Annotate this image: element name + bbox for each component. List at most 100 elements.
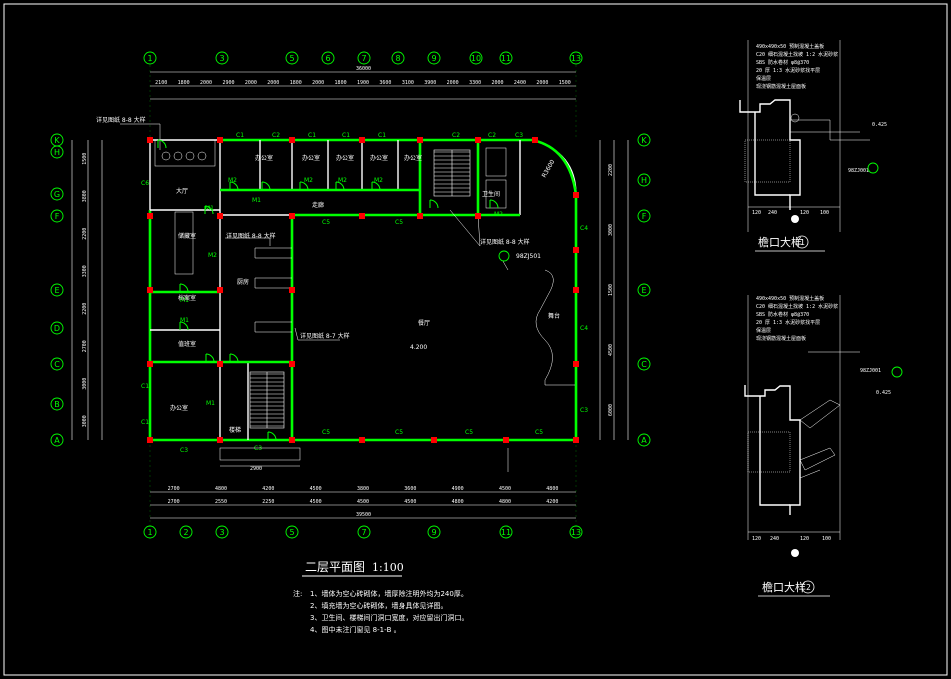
bottom-dim-4: 4500 [357,499,369,505]
room-lobby: 大厅 [176,187,188,195]
d1-spec-1: 490x490x50 预制混凝土盖板 [756,43,824,50]
top-dim-4: 2000 [245,80,257,86]
d2-spec-5: 保温层 [756,327,771,334]
bottom-axis-bubble-1 [143,525,157,539]
column-21 [147,361,153,367]
bottom-axis-label-11: 11 [501,528,511,537]
top-axis-label-10: 10 [471,54,481,63]
detail-ref-bubble [498,250,510,262]
door-swing-11 [229,353,239,363]
note-3: 3、卫生间、楼梯间门洞口宽度，对应留出门洞口。 [310,613,468,622]
window-label-c5-d: C5 [535,429,543,436]
column-25 [217,437,223,443]
door-swing-0 [229,181,239,191]
d1-number: 1 [800,238,805,247]
ref-top-label: 详见图纸 8-8 大样 [96,116,146,124]
window-label-c5-f: C5 [395,219,403,226]
d2-dim-4: 100 [822,536,831,542]
room-duty: 值班室 [178,340,196,348]
door-swings [157,139,499,441]
column-20 [289,287,295,293]
right-dim-0: 2200 [608,164,614,176]
top-dim-6: 1800 [290,80,302,86]
door-label-m2-e: M2 [374,177,383,184]
room-archive: 档案室 [178,294,196,302]
d2-title: 檐口大样 [762,580,806,594]
window-label-c4-b: C4 [580,325,588,332]
room-office-1: 办公室 [255,154,273,162]
room-toilet: 卫生间 [482,190,500,198]
top-total-dimension: 36000 [356,66,371,72]
drawing-scale: 1:100 [372,561,404,574]
top-axis-label-6: 6 [325,54,330,63]
d2-number: 2 [806,583,811,592]
bottom-dim2-6: 4900 [452,486,464,492]
d2-number-circle [801,580,815,594]
right-axis-bubble-C [637,357,651,371]
window-label-c5-c: C5 [465,429,473,436]
stage-outline [535,269,575,386]
column-14 [289,213,295,219]
top-axis-label-5: 5 [289,54,294,63]
top-axis-bubble-1 [143,51,157,65]
window-label-c3-c: C3 [254,445,262,452]
d2-spec-2: C20 细石混凝土找坡 1:2 水泥砂浆 [756,303,838,310]
column-6 [532,137,538,143]
entrance-canopy [219,447,301,461]
top-dim-1: 1800 [178,80,190,86]
right-axis-label-H: H [641,176,647,185]
top-dim-16: 2400 [514,80,526,86]
left-axis-bubble-H [50,145,64,159]
d2-ref: 98ZJ001 [860,368,881,374]
stair-lower [249,371,285,429]
room-stage: 舞台 [548,312,560,320]
leader-lines [120,123,509,472]
left-axis-bubble-B [50,397,64,411]
top-axis-bubble-5 [285,51,299,65]
bottom-dim2-4: 3800 [357,486,369,492]
stair-width-dimension: 2900 [250,466,262,472]
top-dim-3: 2900 [222,80,234,86]
door-swing-10 [205,353,215,363]
interior-walls [150,140,521,440]
left-dimension-lines [71,140,103,440]
column-16 [417,213,423,219]
bottom-axis-bubble-2 [179,525,193,539]
bottom-dim-7: 4800 [499,499,511,505]
title-block: 二层平面图 1:100 注: 1、墙体为空心砖砌体，墙厚除注明外均为240厚。 … [293,560,468,634]
door-swing-9 [179,321,189,331]
door-swing-12 [267,431,277,441]
left-dim-5: 2700 [82,340,88,352]
column-17 [475,213,481,219]
left-dim-2: 2200 [82,228,88,240]
door-swing-3 [335,181,345,191]
toilet-fixtures [154,139,507,275]
top-dim-10: 3600 [379,80,391,86]
room-stair: 楼梯 [229,426,241,434]
bottom-axis-bubble-7 [357,525,371,539]
top-dim-13: 2000 [447,80,459,86]
notes-label: 注: [293,589,302,598]
window-label-c2-b: C2 [452,132,460,139]
top-axis-bubble-9 [427,51,441,65]
eave-detail-1: 490x490x50 预制混凝土盖板 C20 细石混凝土找坡 1:2 水泥砂浆 … [739,40,887,252]
window-label-c3-a: C3 [515,132,523,139]
bottom-axis-bubble-9 [427,525,441,539]
window-label-c1-c: C1 [342,132,350,139]
d1-level: 0.425 [872,122,887,128]
left-dim-3: 3300 [82,265,88,277]
column-9 [573,287,579,293]
bottom-axis-label-2: 2 [183,528,188,537]
bottom-axis-label-5: 5 [289,528,294,537]
d2-spec-6: 现浇钢筋混凝土屋面板 [756,335,806,342]
room-corridor: 走廊 [312,201,324,209]
top-axis-label-11: 11 [501,54,511,63]
left-axis-label-F: F [55,212,60,221]
room-kitchen: 厨房 [237,278,249,286]
window-label-c6-a: C6 [141,180,149,187]
bottom-axis-label-3: 3 [219,528,224,537]
door-label-m2-a: M2 [208,252,217,259]
bottom-dim2-2: 4200 [262,486,274,492]
